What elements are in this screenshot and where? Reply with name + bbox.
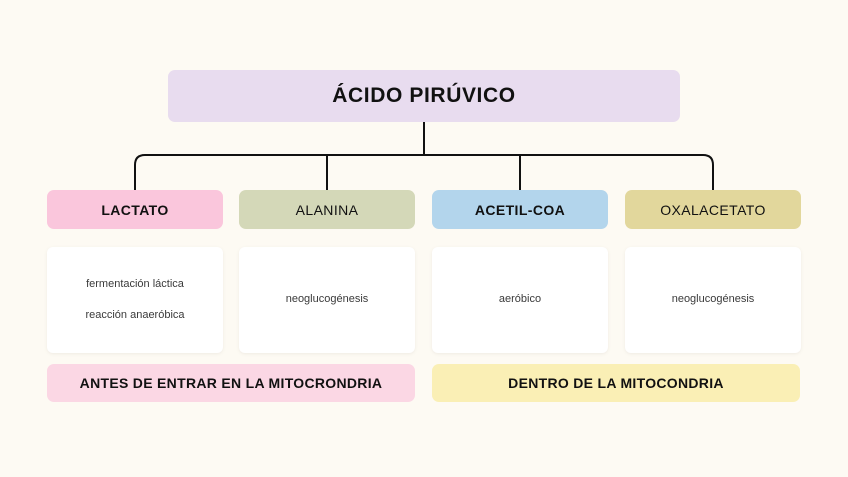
detail-card-lactato: fermentación láctica reacción anaeróbica — [47, 247, 223, 353]
detail-text: aeróbico — [498, 293, 542, 306]
branch-node-label-oxalacetato: OXALACETATO — [660, 201, 766, 218]
detail-card-alanina: neoglucogénesis — [239, 247, 415, 353]
detail-text: reacción anaeróbica — [85, 308, 185, 321]
branch-node-label-lactato: LACTATO — [101, 201, 169, 218]
branch-node-acetil-coa: ACETIL-COA — [432, 190, 608, 229]
branch-node-oxalacetato: OXALACETATO — [625, 190, 801, 229]
detail-card-oxalacetato: neoglucogénesis — [625, 247, 801, 353]
footer-banner-dentro-mitocondria: DENTRO DE LA MITOCONDRIA — [432, 364, 800, 402]
footer-banner-label: DENTRO DE LA MITOCONDRIA — [508, 375, 724, 391]
detail-card-acetil-coa: aeróbico — [432, 247, 608, 353]
detail-text: neoglucogénesis — [671, 293, 755, 306]
branch-node-lactato: LACTATO — [47, 190, 223, 229]
detail-text: fermentación láctica — [86, 278, 184, 291]
footer-banner-antes-mitocondria: ANTES DE ENTRAR EN LA MITOCRONDRIA — [47, 364, 415, 402]
branch-node-alanina: ALANINA — [239, 190, 415, 229]
root-node-label: ÁCIDO PIRÚVICO — [332, 84, 516, 107]
branch-node-label-alanina: ALANINA — [295, 201, 359, 218]
root-node-acido-piruvico: ÁCIDO PIRÚVICO — [168, 70, 680, 122]
branch-node-label-acetil-coa: ACETIL-COA — [474, 201, 566, 218]
footer-banner-label: ANTES DE ENTRAR EN LA MITOCRONDRIA — [79, 375, 383, 391]
detail-text: neoglucogénesis — [285, 293, 369, 306]
